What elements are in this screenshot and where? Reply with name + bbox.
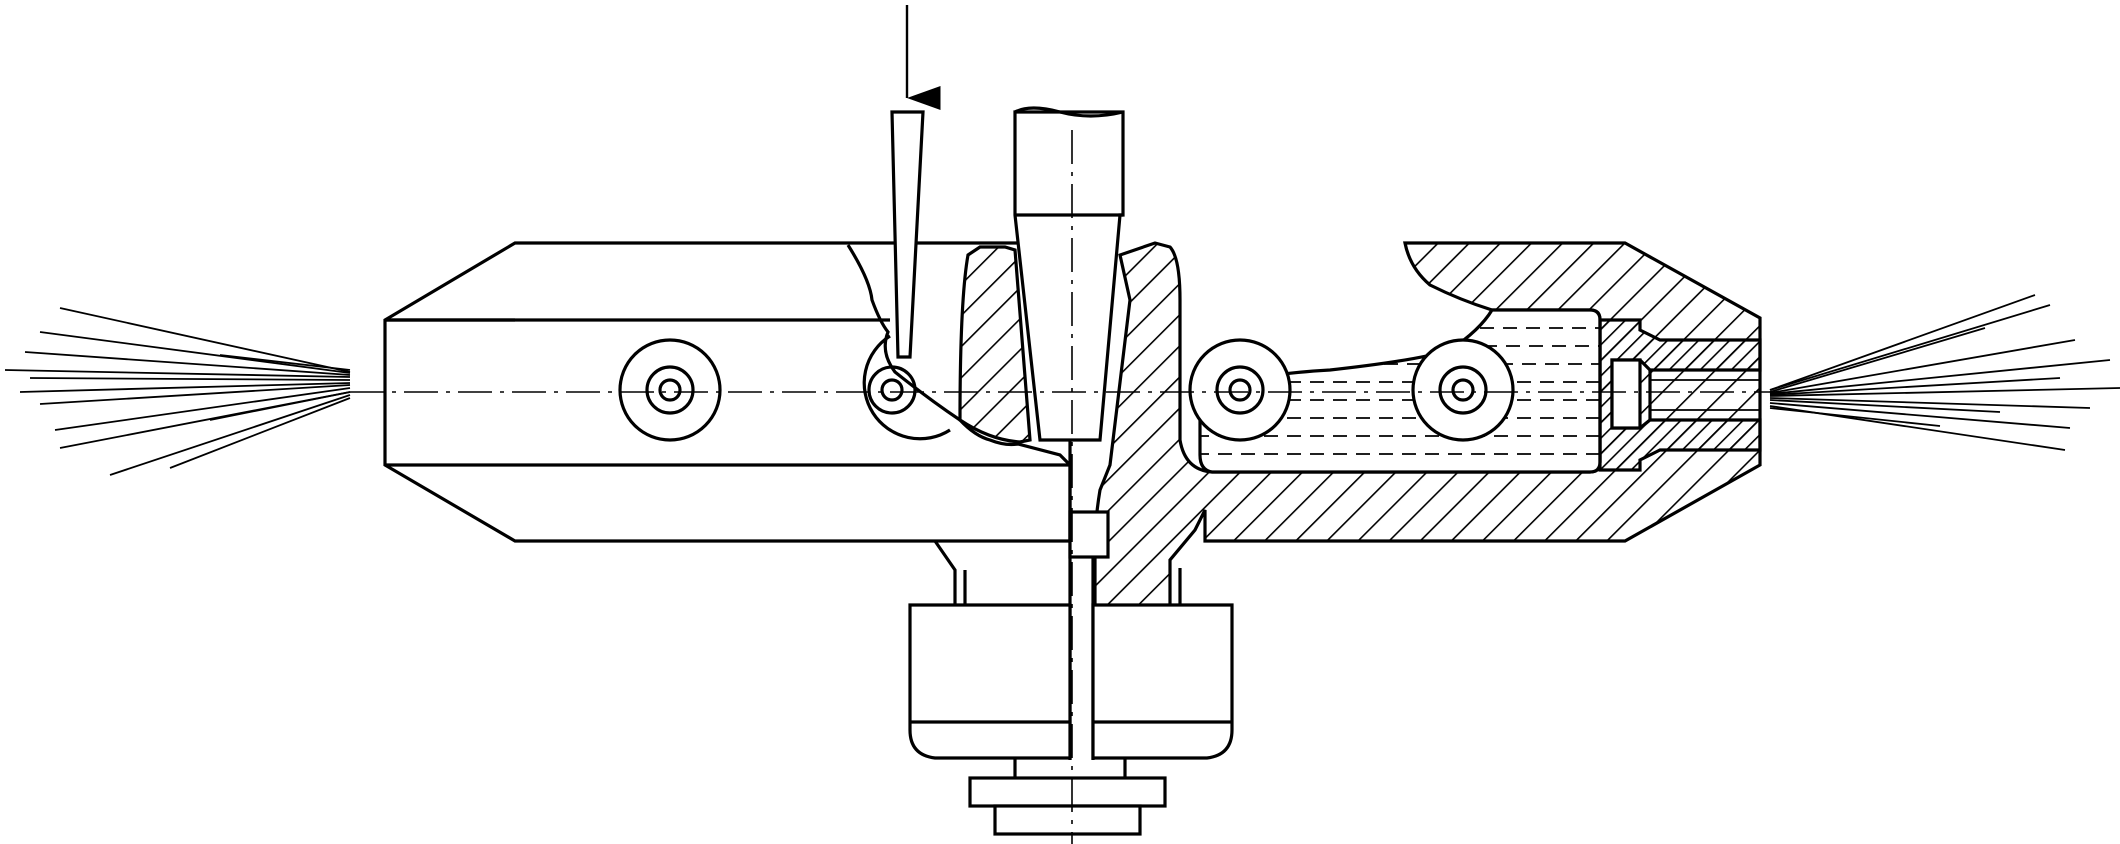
- lower-mount: [908, 465, 1234, 836]
- right-nozzle-insert: [1598, 318, 1762, 472]
- bearing-right: [1411, 338, 1515, 442]
- break-out-edge: [846, 244, 1072, 467]
- shaft: [1013, 106, 1125, 442]
- bearing-left-center: [862, 334, 951, 441]
- left-spray-fan: [4, 307, 351, 476]
- right-spray-fan: [1769, 294, 2120, 451]
- bearing-left: [618, 338, 722, 442]
- left-wedge-section: [958, 245, 1032, 444]
- bearing-right-center: [1188, 338, 1292, 442]
- cutting-blade: [890, 110, 925, 359]
